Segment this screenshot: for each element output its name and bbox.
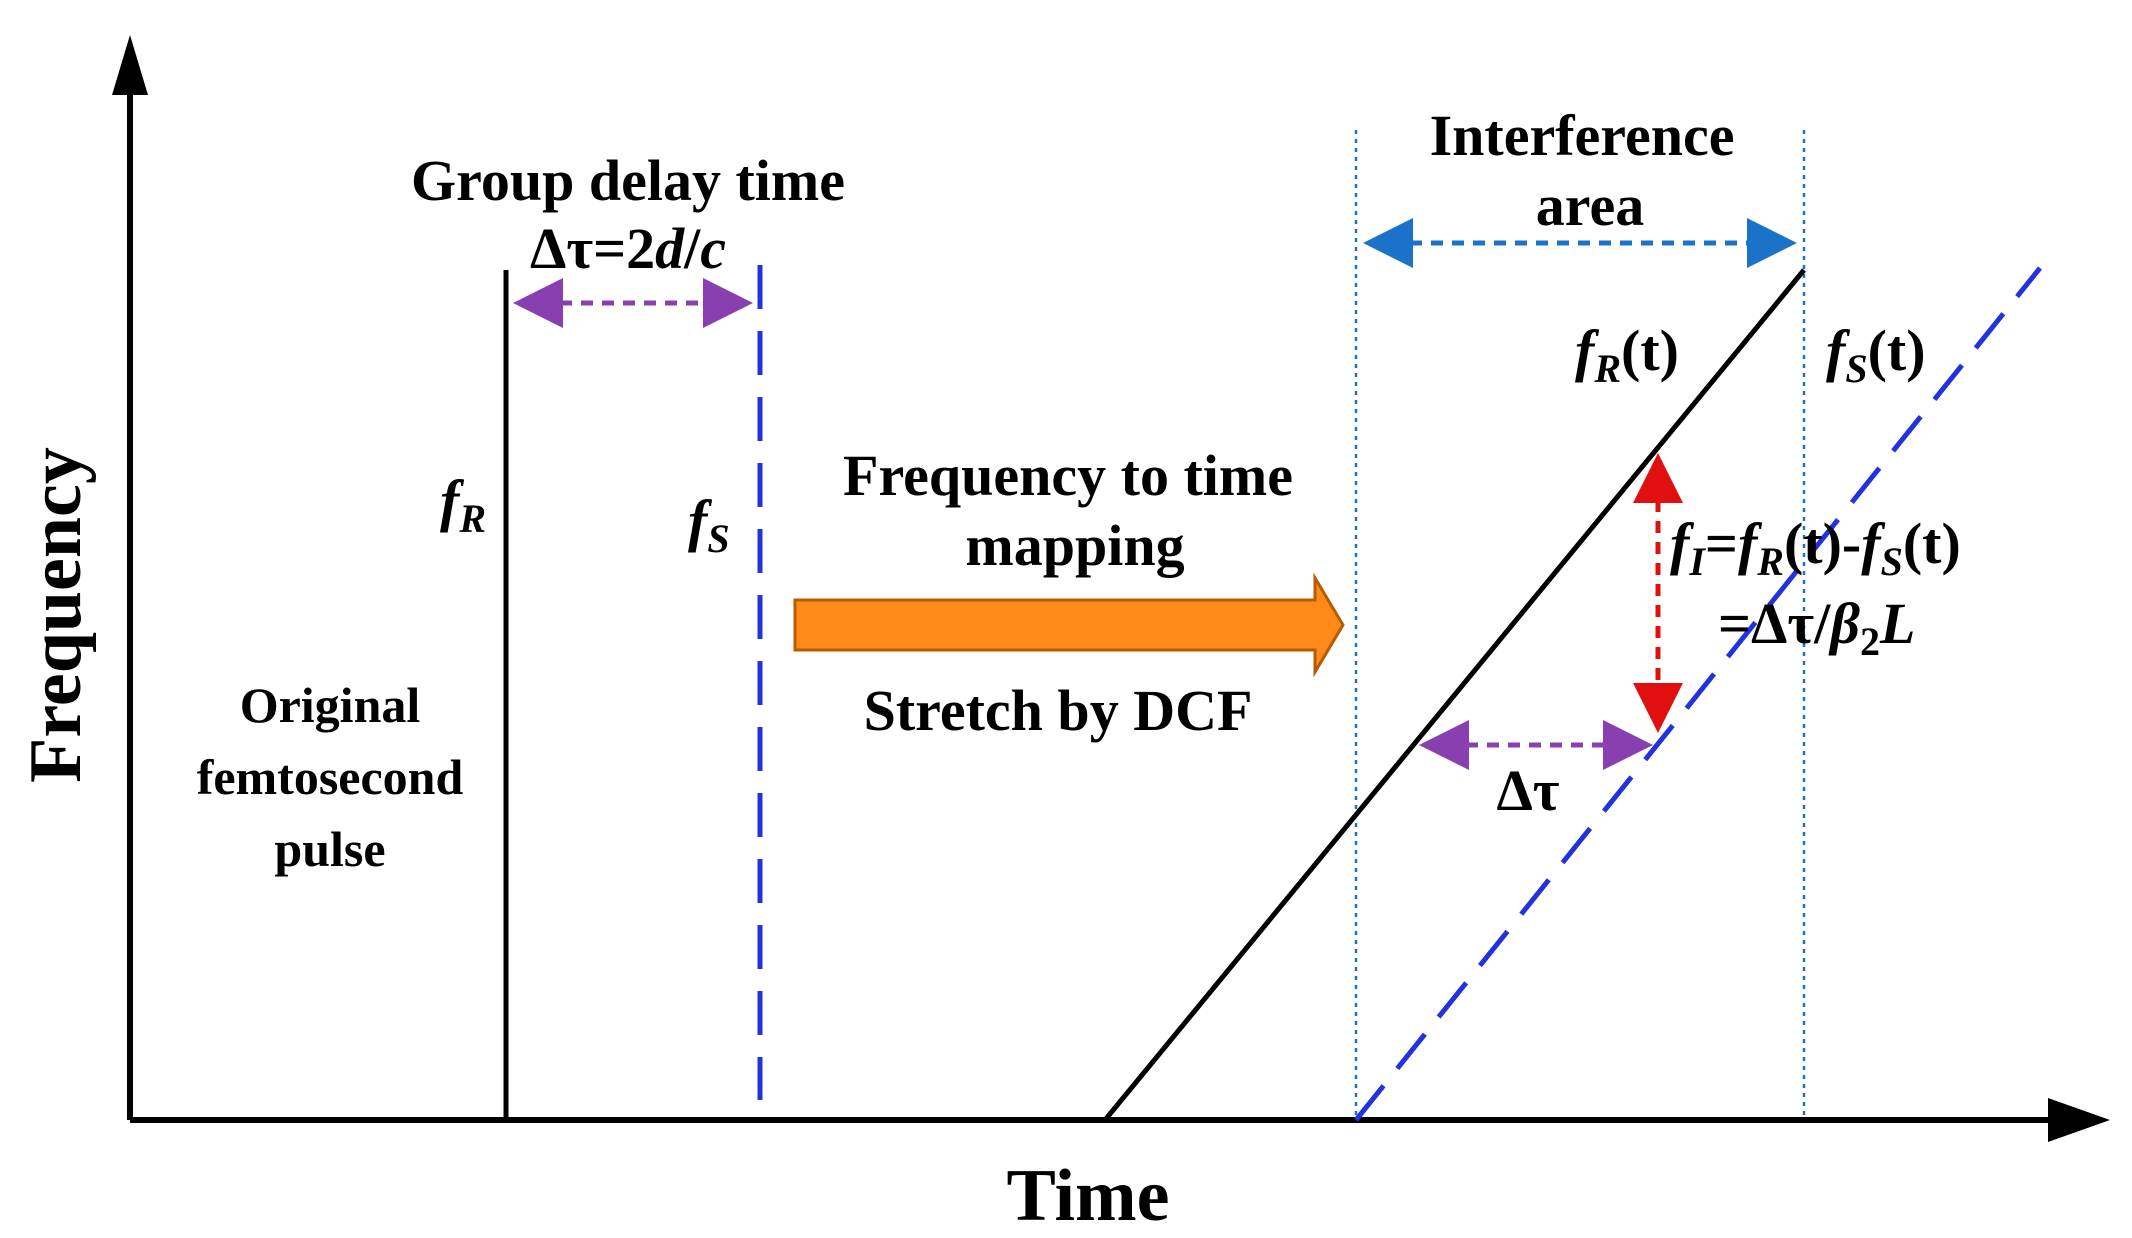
pulse-label-line-3: pulse: [274, 821, 385, 877]
x-axis-label: Time: [1006, 1155, 1169, 1237]
f-s-t-label: fS(t): [1826, 318, 1926, 391]
y-axis-label: Frequency: [15, 447, 97, 783]
x-axis-arrowhead: [2048, 1098, 2110, 1142]
group-delay-equation: Δτ=2d/c: [530, 216, 726, 281]
f-r-label: fR: [440, 468, 486, 541]
pulse-label-line-2: femtosecond: [197, 749, 464, 805]
group-delay-title: Group delay time: [411, 148, 845, 213]
mapping-title-line-1: Frequency to time: [843, 443, 1293, 508]
f-s-label: fS: [688, 488, 730, 561]
mapping-title-line-2: mapping: [965, 513, 1184, 578]
stretch-label: Stretch by DCF: [864, 678, 1253, 743]
pulse-label-line-1: Original: [240, 677, 421, 733]
interference-label-line-2: area: [1536, 173, 1644, 238]
f-r-t-label: fR(t): [1575, 318, 1679, 391]
interference-label-line-1: Interference: [1430, 103, 1735, 168]
beat-frequency-equation: fI=fR(t)-fS(t): [1670, 511, 1961, 584]
reference-chirp-line: [1103, 268, 1806, 1122]
delta-tau-label: Δτ: [1496, 758, 1559, 823]
beat-frequency-equation-2: =Δτ/β2L: [1718, 591, 1915, 664]
mapping-arrow: [793, 572, 1345, 678]
signal-chirp-line: [1354, 266, 2042, 1122]
y-axis-arrowhead: [112, 35, 148, 95]
